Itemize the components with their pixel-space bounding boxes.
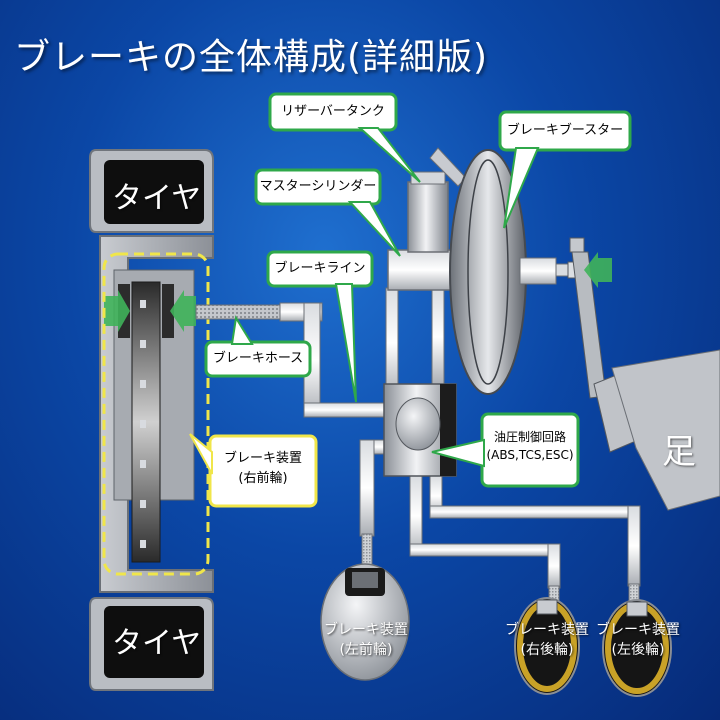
callout-hydraulic-line2: (ABS,TCS,ESC)	[486, 448, 574, 462]
rr-drum	[514, 597, 580, 695]
front-disc-brake	[104, 269, 196, 563]
lr-drum	[602, 599, 672, 697]
wheel-label-left-front-line1: ブレーキ装置	[324, 622, 408, 638]
callout-reservoir-label: リザーバータンク	[281, 104, 385, 119]
callout-master-cylinder-label: マスターシリンダー	[259, 179, 377, 194]
callout-hydraulic-label: 油圧制御回路 (ABS,TCS,ESC)	[482, 428, 578, 464]
green-arrow-left	[104, 290, 130, 332]
lr-cylinder	[626, 601, 648, 617]
pedal-pivot	[569, 237, 585, 253]
wheel-label-right-rear-line2: (右後輪)	[520, 642, 574, 659]
rr-cylinder	[536, 599, 558, 615]
tire-label-top: タイヤ	[112, 181, 202, 216]
callout-brake-device-line1: ブレーキ装置	[223, 451, 302, 466]
disc-vent-holes	[140, 300, 146, 548]
green-arrow-right	[170, 290, 196, 332]
callout-master-cylinder	[254, 168, 401, 257]
left-front-brake-drawing	[320, 563, 410, 681]
wheel-label-left-rear: ブレーキ装置 (左後輪)	[590, 620, 686, 661]
callout-brake-device	[189, 433, 318, 508]
wheel-label-left-front: ブレーキ装置 (左前輪)	[318, 620, 414, 661]
callout-reservoir	[268, 92, 421, 183]
brake-pad-right	[162, 284, 174, 338]
hcu-side	[440, 384, 456, 476]
wheel-label-left-rear-line2: (左後輪)	[611, 642, 665, 659]
foot-label: 足	[662, 432, 696, 472]
tire-top-tread	[104, 160, 204, 224]
booster-rim	[467, 159, 509, 385]
callout-brake-device-label: ブレーキ装置 (右前輪)	[210, 449, 316, 488]
brake-lines	[303, 287, 641, 589]
wheel-label-right-rear: ブレーキ装置 (右後輪)	[499, 620, 595, 661]
page-title: ブレーキの全体構成(詳細版)	[14, 37, 489, 78]
callout-brake-hose-label: ブレーキホース	[212, 351, 304, 366]
green-arrow-pushrod	[584, 252, 612, 288]
right-rear-brake-drawing	[514, 597, 580, 695]
callout-brake-hose	[204, 315, 312, 378]
reservoir-tank	[407, 181, 449, 253]
front-brake-highlight	[102, 252, 210, 576]
lf-caliper-highlight	[352, 572, 378, 588]
callout-booster	[498, 110, 632, 229]
wheel-label-left-rear-line1: ブレーキ装置	[596, 622, 680, 638]
callout-brake-line	[266, 250, 374, 403]
master-cylinder-assembly	[387, 147, 585, 395]
hcu-motor	[395, 397, 441, 451]
hydraulic-control-unit	[383, 383, 457, 477]
callout-hydraulic	[431, 412, 580, 488]
callout-hydraulic-line1: 油圧制御回路	[493, 430, 566, 444]
callout-brake-line-label: ブレーキライン	[274, 261, 366, 276]
callout-brake-device-line2: (右前輪)	[238, 470, 288, 486]
left-rear-brake-drawing	[602, 599, 672, 697]
tire-label-bottom: タイヤ	[112, 626, 202, 661]
brake-hose	[195, 304, 283, 320]
wheel-label-right-rear-line1: ブレーキ装置	[505, 622, 589, 638]
callout-booster-label: ブレーキブースター	[506, 123, 624, 138]
brake-pedal-assembly	[567, 237, 720, 511]
lf-disc	[320, 563, 410, 681]
wheel-label-left-front-line2: (左前輪)	[339, 642, 393, 659]
booster-pushrod-housing	[519, 257, 557, 285]
foot-shape	[611, 349, 720, 511]
tire-bottom-tread	[104, 606, 204, 678]
